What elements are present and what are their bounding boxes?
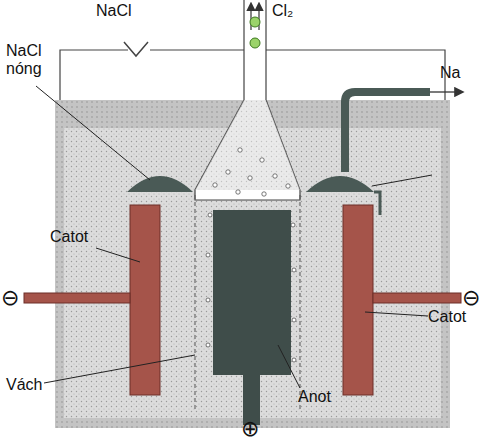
terminal-sign: ⊖ — [1, 287, 19, 309]
diaphragm-label: Vách — [6, 376, 42, 394]
inlet-label: NaCl — [96, 2, 132, 20]
anode-label: Anot — [298, 388, 331, 406]
cathode-label: Catot — [50, 228, 88, 246]
outlet-label: Na — [440, 64, 460, 82]
gas-label: Cl₂ — [272, 2, 293, 20]
cathode-label: Catot — [428, 308, 466, 326]
feed-label: NaCl nóng — [6, 42, 62, 79]
terminal-sign: ⊖ — [462, 287, 480, 309]
terminal-sign: ⊕ — [241, 418, 259, 440]
